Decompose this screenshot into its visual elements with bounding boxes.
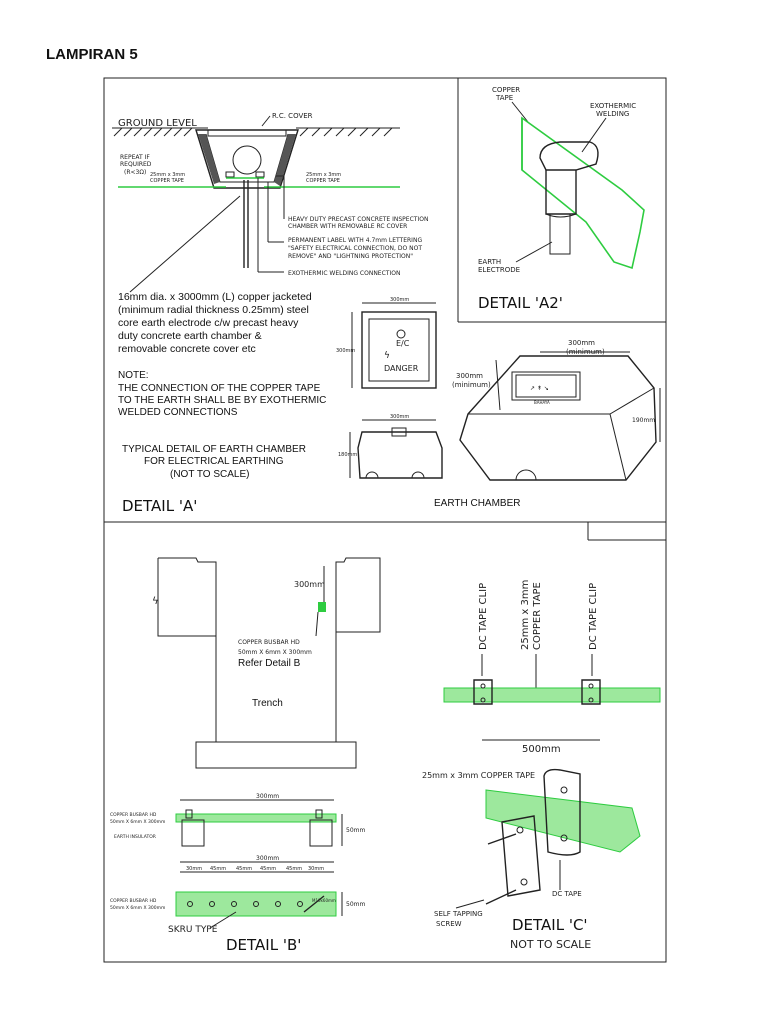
svg-text:COPPER BUSBAR HD: COPPER BUSBAR HD: [110, 898, 157, 904]
svg-text:COPPER BUSBAR HD: COPPER BUSBAR HD: [110, 812, 157, 818]
svg-text:COPPER TAPE: COPPER TAPE: [306, 178, 340, 184]
chamber-isometric: ↗ ↟ ↘ BAHAYA 300mm (minimum) 300mm (mini…: [434, 339, 661, 509]
svg-text:core earth electrode c/w prec: core earth electrode c/w precast heavy: [118, 317, 299, 329]
ground-level-label: GROUND LEVEL: [118, 118, 197, 129]
svg-text:"SAFETY ELECTRICAL CONNECTION,: "SAFETY ELECTRICAL CONNECTION, DO NOT: [288, 245, 422, 252]
svg-text:NOT TO SCALE: NOT TO SCALE: [510, 938, 591, 951]
cover-danger-text: DANGER: [384, 364, 419, 373]
svg-text:(R<3Ω): (R<3Ω): [124, 169, 146, 176]
svg-text:DC TAPE CLIP: DC TAPE CLIP: [588, 583, 599, 650]
svg-text:EARTH INSULATOR: EARTH INSULATOR: [114, 834, 156, 840]
svg-text:180mm: 180mm: [338, 452, 357, 458]
svg-text:45mm: 45mm: [236, 866, 252, 872]
svg-text:50mm: 50mm: [346, 901, 365, 908]
svg-text:WELDING: WELDING: [596, 110, 629, 118]
chamber-cover-plan: 300mm 300mm E/C ϟ DANGER: [336, 297, 437, 389]
svg-text:EXOTHERMIC: EXOTHERMIC: [590, 102, 636, 110]
page-title: LAMPIRAN 5: [46, 46, 138, 63]
svg-text:50mm: 50mm: [346, 827, 365, 834]
svg-text:25mm x 3mm: 25mm x 3mm: [520, 580, 531, 650]
svg-text:removable concrete cover etc: removable concrete cover etc: [118, 343, 256, 355]
detail-a2: COPPER TAPE EXOTHERMIC WELDING EARTH ELE…: [478, 86, 645, 312]
svg-text:300mm: 300mm: [390, 414, 409, 420]
svg-text:45mm: 45mm: [260, 866, 276, 872]
earth-chamber-label: EARTH CHAMBER: [434, 498, 521, 509]
break-mark: ϟ: [152, 596, 159, 607]
svg-text:Refer Detail B: Refer Detail B: [238, 658, 301, 669]
chamber-section: 300mm 180mm: [338, 414, 443, 479]
detail-c: DC TAPE CLIP 25mm x 3mm COPPER TAPE DC T…: [422, 580, 661, 951]
detail-a2-heading: DETAIL 'A2': [478, 294, 563, 312]
svg-text:ELECTRODE: ELECTRODE: [478, 266, 520, 274]
svg-text:(NOT TO SCALE): (NOT TO SCALE): [170, 469, 249, 480]
svg-text:duty concrete earth chamber &: duty concrete earth chamber &: [118, 330, 262, 342]
cover-ec-text: E/C: [396, 339, 410, 348]
svg-text:TO THE EARTH SHALL BE BY EXOTH: TO THE EARTH SHALL BE BY EXOTHERMIC: [118, 395, 326, 406]
svg-text:45mm: 45mm: [286, 866, 302, 872]
copper-tape: [443, 687, 661, 703]
svg-text:DC TAPE CLIP: DC TAPE CLIP: [478, 583, 489, 650]
svg-text:CHAMBER WITH REMOVABLE RC COVE: CHAMBER WITH REMOVABLE RC COVER: [288, 223, 407, 230]
svg-text:NOTE:: NOTE:: [118, 370, 149, 381]
trench-section: ϟ 300mm COPPER BUSBAR HD 50mm X 6mm X 30…: [152, 557, 381, 769]
svg-text:25mm x 3mm: 25mm x 3mm: [150, 172, 185, 178]
svg-text:300mm: 300mm: [568, 339, 595, 347]
lightning-icons: ↗ ↟ ↘: [530, 385, 549, 392]
svg-text:300mm: 300mm: [256, 855, 279, 862]
svg-text:M10x60mm: M10x60mm: [312, 898, 336, 903]
svg-text:HEAVY DUTY PRECAST CONCRETE IN: HEAVY DUTY PRECAST CONCRETE INSPECTION: [288, 216, 428, 223]
svg-text:25mm x 3mm: 25mm x 3mm: [306, 172, 341, 178]
svg-text:THE CONNECTION OF THE COPPER T: THE CONNECTION OF THE COPPER TAPE: [118, 383, 321, 394]
svg-text:EXOTHERMIC WELDING CONNECTION: EXOTHERMIC WELDING CONNECTION: [288, 270, 400, 277]
svg-text:BAHAYA: BAHAYA: [534, 400, 550, 405]
svg-text:300mm: 300mm: [256, 793, 279, 800]
lightning-icon: ϟ: [384, 351, 390, 361]
svg-text:300mm: 300mm: [390, 297, 409, 303]
detail-b: 300mm 50mm COPPER BUSBAR HD 50mm X 6mm X…: [110, 793, 365, 954]
svg-text:COPPER BUSBAR HD: COPPER BUSBAR HD: [238, 639, 300, 646]
svg-text:45mm: 45mm: [210, 866, 226, 872]
svg-text:16mm dia. x 3000mm (L) copper: 16mm dia. x 3000mm (L) copper jacketed: [118, 291, 312, 303]
detail-a-heading: DETAIL 'A': [122, 497, 197, 515]
svg-text:REQUIRED: REQUIRED: [120, 161, 152, 168]
svg-text:500mm: 500mm: [522, 744, 561, 755]
svg-text:50mm X 6mm X 300mm: 50mm X 6mm X 300mm: [238, 649, 312, 656]
detail-a-section: GROUND LEVEL R.C. COVER REPEAT IF REQUIR…: [112, 112, 428, 293]
svg-text:SELF TAPPING: SELF TAPPING: [434, 910, 483, 918]
svg-text:50mm X 6mm X 300mm: 50mm X 6mm X 300mm: [110, 905, 165, 911]
detail-b-heading: DETAIL 'B': [226, 936, 301, 954]
svg-text:EARTH: EARTH: [478, 258, 501, 266]
svg-text:TAPE: TAPE: [495, 94, 513, 102]
svg-text:50mm X 6mm X 300mm: 50mm X 6mm X 300mm: [110, 819, 165, 825]
svg-text:COPPER TAPE: COPPER TAPE: [150, 178, 184, 184]
svg-text:30mm: 30mm: [186, 866, 202, 872]
svg-text:(minimum radial thickness 0.25: (minimum radial thickness 0.25mm) steel: [118, 304, 309, 316]
svg-text:COPPER TAPE: COPPER TAPE: [532, 582, 543, 650]
svg-text:REPEAT IF: REPEAT IF: [120, 154, 150, 161]
svg-text:COPPER: COPPER: [492, 86, 520, 94]
svg-text:300mm: 300mm: [456, 372, 483, 380]
detail-c-heading: DETAIL 'C': [512, 916, 588, 934]
svg-text:25mm x 3mm COPPER TAPE: 25mm x 3mm COPPER TAPE: [422, 771, 535, 780]
svg-text:FOR ELECTRICAL EARTHING: FOR ELECTRICAL EARTHING: [144, 456, 284, 467]
svg-text:DC TAPE: DC TAPE: [552, 890, 582, 898]
svg-text:300mm: 300mm: [294, 580, 325, 589]
svg-text:TYPICAL DETAIL OF EARTH CHAMBE: TYPICAL DETAIL OF EARTH CHAMBER: [122, 444, 306, 455]
svg-text:WELDED CONNECTIONS: WELDED CONNECTIONS: [118, 407, 238, 418]
busbar-marker: [318, 602, 326, 612]
bottom-panel-frame: [103, 521, 667, 963]
rc-cover-label: R.C. COVER: [272, 112, 313, 120]
svg-text:300mm: 300mm: [336, 348, 355, 354]
svg-text:30mm: 30mm: [308, 866, 324, 872]
svg-text:SKRU TYPE: SKRU TYPE: [168, 925, 218, 935]
svg-text:REMOVE" AND "LIGHTNING PROTECT: REMOVE" AND "LIGHTNING PROTECTION": [288, 253, 413, 260]
svg-text:(minimum): (minimum): [566, 348, 605, 356]
svg-text:190mm: 190mm: [632, 417, 655, 424]
svg-text:PERMANENT LABEL WITH 4.7mm LET: PERMANENT LABEL WITH 4.7mm LETTERING: [288, 237, 422, 244]
svg-text:Trench: Trench: [252, 698, 283, 709]
detail-a-notes: 16mm dia. x 3000mm (L) copper jacketed (…: [118, 291, 326, 515]
svg-text:SCREW: SCREW: [436, 920, 462, 928]
svg-text:(minimum): (minimum): [452, 381, 491, 389]
